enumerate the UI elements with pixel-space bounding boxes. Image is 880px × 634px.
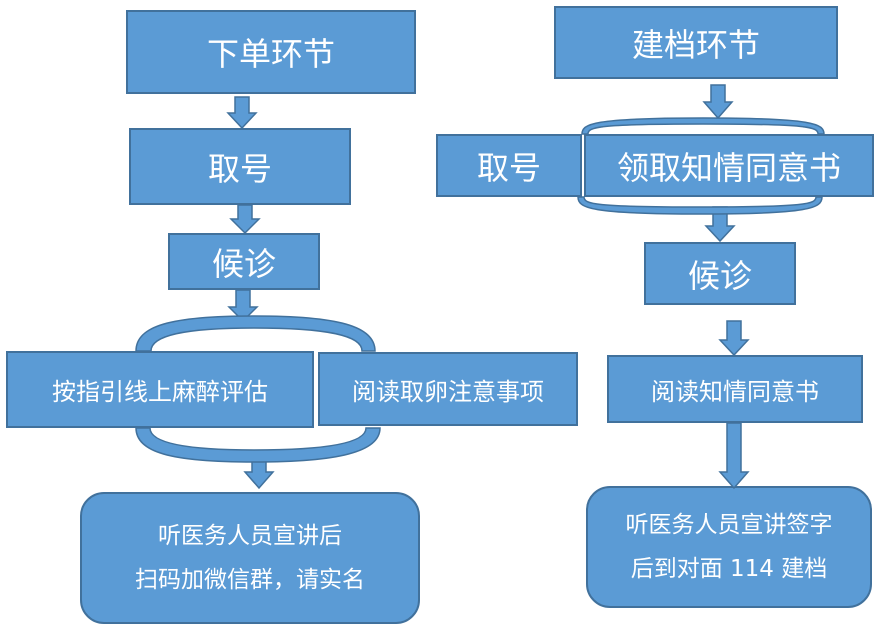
left-final-line1: 听医务人员宣讲后: [158, 523, 342, 549]
anesthesia-assessment-box: 按指引线上麻醉评估: [6, 351, 314, 428]
read-retrieval-notice-label: 阅读取卵注意事项: [352, 377, 544, 406]
left-take-number-box: 取号: [129, 128, 351, 205]
left-wait-box: 候诊: [168, 233, 320, 290]
anesthesia-assessment-label: 按指引线上麻醉评估: [52, 378, 268, 406]
right-final-step-box: 听医务人员宣讲签字 后到对面 114 建档: [586, 486, 872, 608]
get-consent-form-box: 领取知情同意书: [584, 134, 874, 197]
left-take-number-label: 取号: [207, 149, 272, 188]
down-arrow-icon: [243, 452, 275, 490]
down-arrow-icon: [226, 96, 258, 130]
right-final-line2: 后到对面 114 建档: [630, 556, 828, 582]
right-wait-box: 候诊: [644, 242, 796, 305]
down-arrow-icon: [704, 206, 736, 243]
left-wait-label: 候诊: [211, 244, 276, 283]
left-final-line2: 扫码加微信群，请实名: [135, 567, 365, 593]
order-stage-label: 下单环节: [206, 35, 335, 73]
read-consent-form-label: 阅读知情同意书: [651, 377, 819, 406]
read-retrieval-notice-box: 阅读取卵注意事项: [318, 352, 578, 426]
down-arrow-icon: [227, 289, 259, 323]
filing-stage-box: 建档环节: [554, 6, 838, 79]
down-arrow-icon: [229, 204, 261, 235]
down-arrow-icon: [718, 422, 750, 490]
bottom-bracket-icon: [577, 196, 823, 215]
order-stage-box: 下单环节: [126, 10, 416, 94]
down-arrow-icon: [718, 320, 750, 357]
left-final-step-box: 听医务人员宣讲后 扫码加微信群，请实名: [80, 492, 420, 624]
right-take-number-label: 取号: [476, 148, 541, 187]
get-consent-form-label: 领取知情同意书: [616, 148, 841, 187]
right-take-number-box: 取号: [436, 134, 582, 197]
read-consent-form-box: 阅读知情同意书: [607, 355, 863, 423]
right-final-line1: 听医务人员宣讲签字: [625, 512, 833, 538]
filing-stage-label: 建档环节: [631, 25, 760, 64]
top-bracket-icon: [135, 315, 376, 352]
down-arrow-icon: [702, 84, 734, 120]
bottom-bracket-icon: [135, 427, 381, 463]
right-wait-label: 候诊: [687, 256, 752, 295]
top-bracket-icon: [581, 117, 825, 135]
